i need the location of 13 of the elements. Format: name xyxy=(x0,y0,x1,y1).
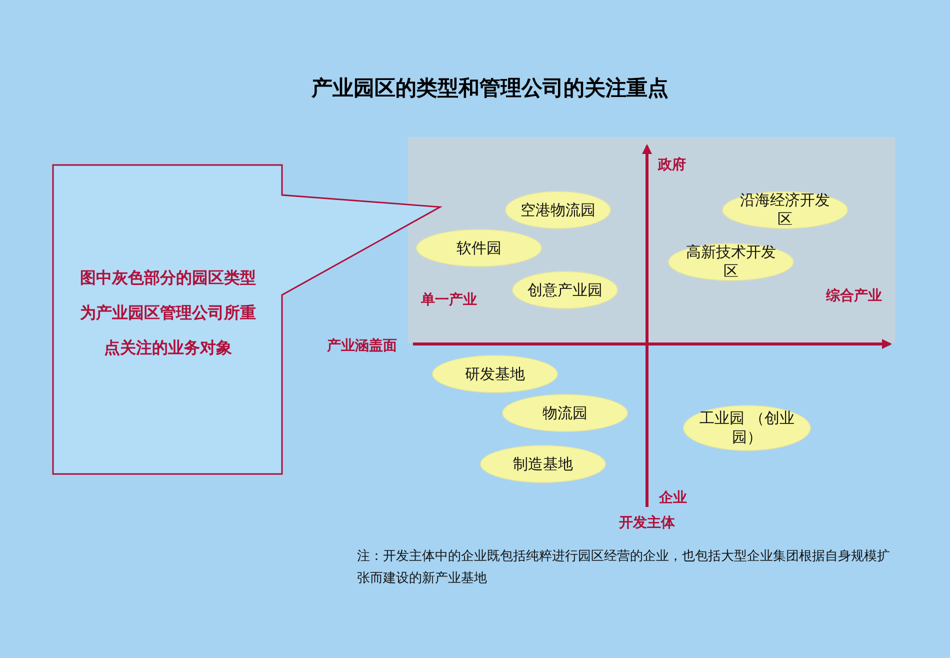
park-ellipse: 工业园 （创业园） xyxy=(683,405,811,451)
axis-label: 政府 xyxy=(658,156,686,174)
axis-label: 单一产业 xyxy=(421,291,477,309)
park-ellipse: 研发基地 xyxy=(432,355,558,393)
note: 注：开发主体中的企业既包括纯粹进行园区经营的企业，也包括大型企业集团根据自身规模扩张而建设的新产业基地 xyxy=(357,548,891,588)
title: 产业园区的类型和管理公司的关注重点 xyxy=(310,75,670,102)
axis-label: 企业 xyxy=(659,489,687,507)
callout-text: 图中灰色部分的园区类型为产业园区管理公司所重点关注的业务对象 xyxy=(78,260,258,365)
axis-label: 综合产业 xyxy=(826,287,882,305)
axis-label: 产业涵盖面 xyxy=(327,337,397,355)
park-ellipse: 物流园 xyxy=(502,394,628,432)
park-ellipse: 制造基地 xyxy=(480,445,606,483)
axis-label: 开发主体 xyxy=(619,514,675,532)
